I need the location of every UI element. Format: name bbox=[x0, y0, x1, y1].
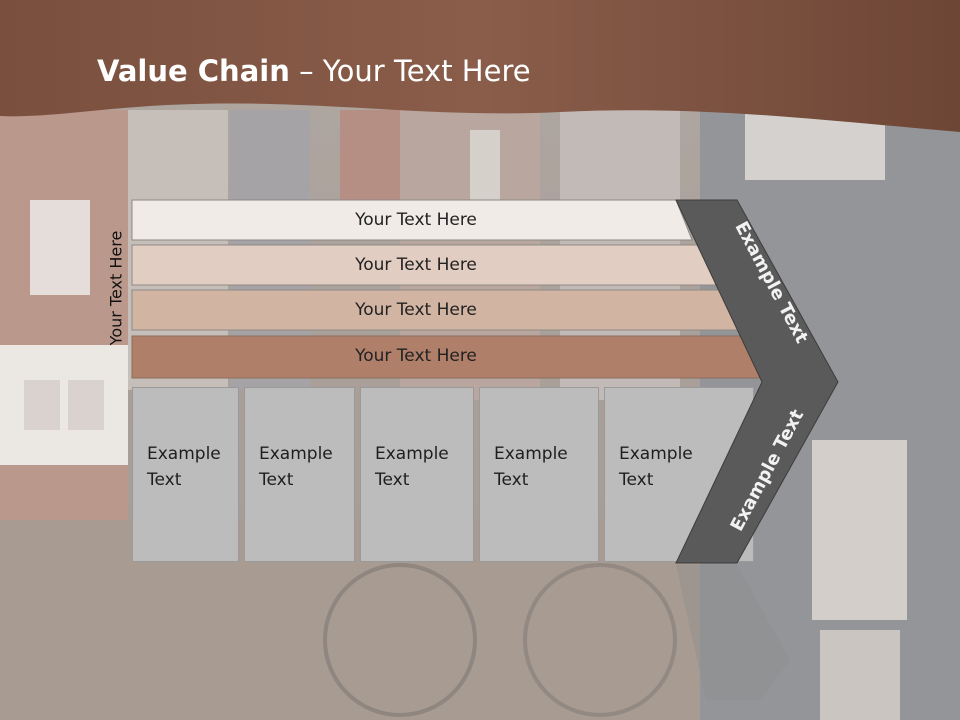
example-box-4-line1: Example bbox=[494, 444, 568, 464]
title-rest: – Your Text Here bbox=[289, 54, 531, 88]
example-box-2-line1: Example bbox=[259, 444, 333, 464]
value-bar-2[interactable]: Your Text Here bbox=[131, 244, 717, 286]
example-box-3-line1: Example bbox=[375, 444, 449, 464]
example-box-3-line2: Text bbox=[375, 470, 410, 490]
value-bar-3-label: Your Text Here bbox=[355, 300, 477, 320]
example-box-5-line1: Example bbox=[619, 444, 693, 464]
value-bar-1-label: Your Text Here bbox=[355, 210, 477, 230]
value-bar-4-label: Your Text Here bbox=[355, 346, 477, 366]
value-bar-4[interactable]: Your Text Here bbox=[131, 335, 765, 379]
example-box-4-line2: Text bbox=[494, 470, 529, 490]
value-bar-2-label: Your Text Here bbox=[355, 255, 477, 275]
example-box-1-line2: Text bbox=[147, 470, 182, 490]
value-bar-3[interactable]: Your Text Here bbox=[131, 289, 741, 331]
example-box-2-line2: Text bbox=[259, 470, 294, 490]
value-bar-1[interactable]: Your Text Here bbox=[131, 199, 693, 241]
title-bold: Value Chain bbox=[97, 54, 290, 88]
example-box-1-line1: Example bbox=[147, 444, 221, 464]
example-box-5-line2: Text bbox=[619, 470, 654, 490]
slide-title: Value Chain – Your Text Here bbox=[97, 54, 531, 88]
